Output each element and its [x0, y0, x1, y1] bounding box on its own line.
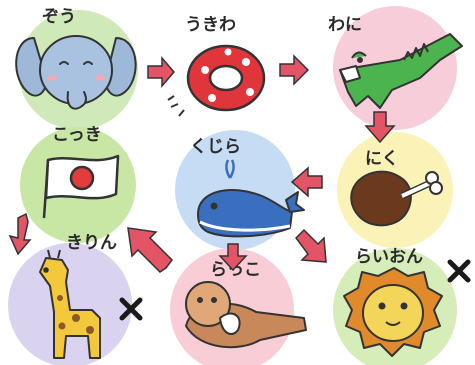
meat-icon: [350, 170, 443, 227]
crocodile-icon: [339, 33, 463, 109]
flag-icon: [42, 154, 120, 219]
label-kokki: こっき: [52, 125, 102, 145]
label-kirin: きりん: [66, 233, 117, 253]
arrow-ukiwa-to-wani: [279, 54, 310, 86]
arrow-zou-to-ukiwa: [147, 55, 175, 89]
arrow-niku-to-kujira: [290, 166, 323, 198]
arrow-wani-to-niku: [364, 111, 396, 144]
cross-icon-kirin: [119, 297, 143, 321]
label-niku: にく: [365, 149, 399, 169]
arrow-kujira-to-rakko: [218, 243, 248, 272]
label-zou: ぞう: [42, 7, 76, 27]
label-raion: らいおん: [355, 247, 423, 267]
sea-otter-icon: [185, 281, 307, 349]
label-wani: わに: [328, 15, 362, 35]
label-kujira: くじら: [190, 137, 241, 157]
elephant-icon: [15, 35, 137, 110]
label-rakko: らっこ: [210, 260, 261, 280]
arrow-kujira-to-raion: [295, 228, 327, 263]
label-ukiwa: うきわ: [185, 15, 236, 35]
arrow-kokki-to-kirin: [8, 212, 32, 256]
lion-icon: [343, 267, 443, 357]
giraffe-icon: [39, 249, 101, 359]
swim-ring-icon: [167, 44, 266, 117]
whale-icon: [197, 159, 305, 238]
arrow-rakko-to-kokki: [127, 227, 173, 273]
cross-icon-raion: [447, 259, 471, 283]
